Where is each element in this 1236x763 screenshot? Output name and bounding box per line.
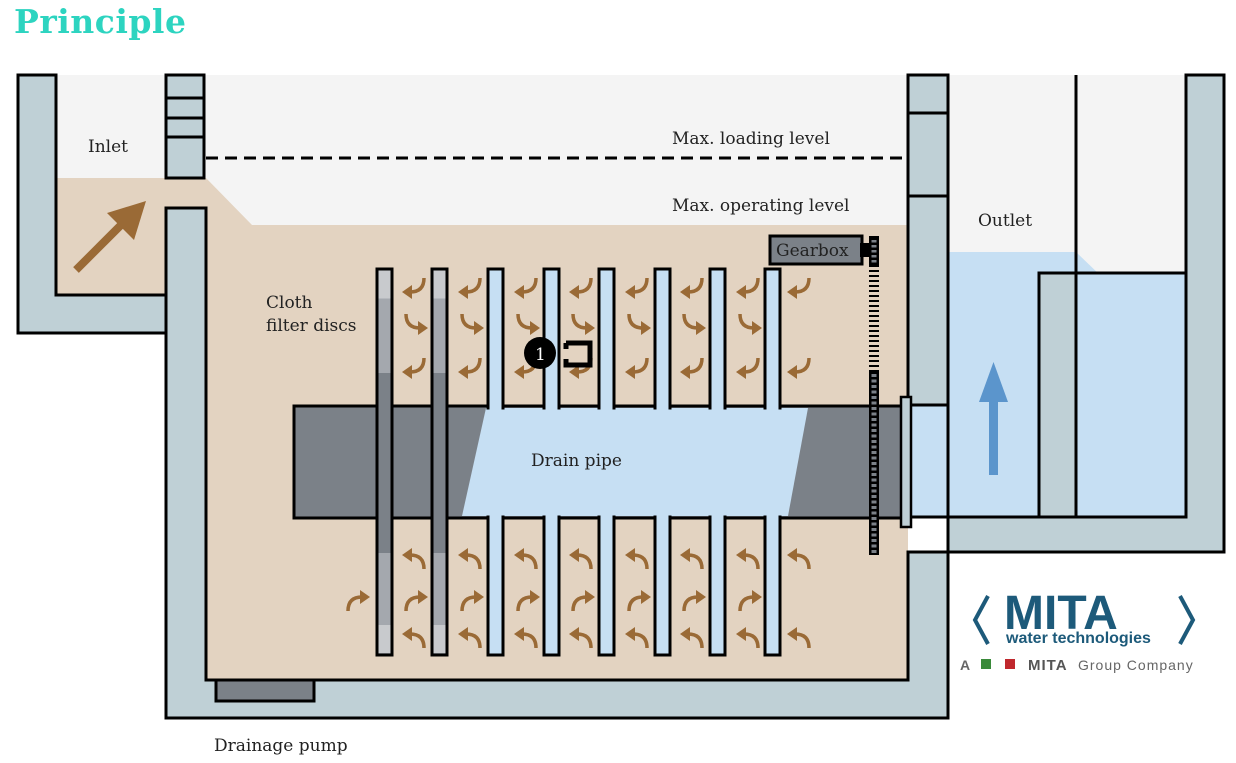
logo-bracket-left-icon xyxy=(972,595,990,645)
flow-arrow-icon xyxy=(787,277,811,299)
tank-basin xyxy=(164,73,1226,720)
inlet-flow-arrow xyxy=(73,201,146,273)
drain-pipe-label: Drain pipe xyxy=(531,451,622,471)
outlet-label: Outlet xyxy=(978,211,1032,231)
flow-arrow-icon xyxy=(569,548,593,570)
flow-arrow-icon xyxy=(458,627,482,649)
callout-number: 1 xyxy=(535,345,546,365)
flow-arrow-icon xyxy=(516,313,540,335)
flow-arrow-icon xyxy=(625,548,649,570)
logo-group-brand: MITA xyxy=(1028,657,1068,674)
gearbox xyxy=(768,234,864,266)
drive-chain xyxy=(869,240,879,555)
drainage-pump xyxy=(214,678,316,703)
logo-green-square-icon xyxy=(981,659,991,669)
flow-arrow-icon xyxy=(625,277,649,299)
logo-bracket-right-icon xyxy=(1178,595,1196,645)
flow-arrow-icon xyxy=(404,313,428,335)
inlet-gate xyxy=(164,73,206,180)
logo-brand: MITA xyxy=(1004,587,1118,640)
tank-divider-wall xyxy=(906,73,950,407)
logo-group-suffix: Group Company xyxy=(1078,657,1194,673)
flow-arrow-icon xyxy=(682,590,706,612)
flow-arrow-icon xyxy=(516,590,540,612)
filter-disc xyxy=(542,267,561,657)
filter-disc xyxy=(486,267,505,657)
flow-arrow-icon xyxy=(680,627,704,649)
flow-arrow-icon xyxy=(571,590,595,612)
max-loading-level-label: Max. loading level xyxy=(672,129,830,149)
flow-arrow-icon xyxy=(460,590,484,612)
flow-arrow-icon xyxy=(402,277,426,299)
flow-arrow-icon xyxy=(680,357,704,379)
flow-arrow-icon xyxy=(680,277,704,299)
flow-arrow-icon xyxy=(346,590,370,612)
pipe-flange xyxy=(899,395,913,529)
filter-disc xyxy=(763,267,782,657)
flow-arrow-icon xyxy=(569,627,593,649)
flow-arrow-icon xyxy=(787,627,811,649)
outlet-flow-arrow xyxy=(979,362,1008,475)
inlet-label: Inlet xyxy=(88,137,128,157)
max-operating-level-label: Max. operating level xyxy=(672,196,849,216)
flow-arrow-icon xyxy=(458,357,482,379)
callout-badge xyxy=(524,337,556,369)
flow-arrow-icon xyxy=(402,548,426,570)
filter-disc xyxy=(653,267,672,657)
flow-arrow-icon xyxy=(458,548,482,570)
outlet-channel xyxy=(1074,271,1188,519)
logo-red-square-icon xyxy=(1005,659,1015,669)
filter-discs xyxy=(375,267,782,657)
outlet-opening xyxy=(906,403,950,519)
flow-arrow-icon xyxy=(627,590,651,612)
flow-arrow-icon xyxy=(787,548,811,570)
flow-arrow-icon xyxy=(682,313,706,335)
outlet-weir xyxy=(1037,271,1078,519)
flow-arrow-icon xyxy=(736,357,760,379)
logo-group-prefix: A xyxy=(960,657,971,673)
flow-arrow-icon xyxy=(571,313,595,335)
drain-pipe-clean-zone xyxy=(462,408,808,516)
flow-arrow-icon xyxy=(514,627,538,649)
filter-disc-grey xyxy=(430,267,449,657)
flow-arrow-icon xyxy=(402,627,426,649)
cloth-filter-discs-label-2: filter discs xyxy=(266,316,357,336)
filter-disc xyxy=(597,267,616,657)
flow-arrow-icon xyxy=(569,277,593,299)
page-title: Principle xyxy=(14,2,187,41)
flow-arrow-icon xyxy=(738,590,762,612)
drainage-pump-label: Drainage pump xyxy=(214,736,348,756)
flow-arrow-icon xyxy=(627,313,651,335)
logo-tagline: water technologies xyxy=(1005,630,1151,647)
mita-logo: MITA water technologies A MITA Group Com… xyxy=(960,587,1196,674)
flow-arrow-icon xyxy=(458,277,482,299)
flow-arrow-icon xyxy=(625,627,649,649)
flow-arrows xyxy=(346,277,811,649)
flow-arrow-icon xyxy=(514,548,538,570)
flow-arrow-icon xyxy=(736,548,760,570)
flow-arrow-icon xyxy=(736,277,760,299)
callout-bracket-icon xyxy=(563,340,593,368)
flow-arrow-icon xyxy=(404,590,428,612)
flow-arrow-icon xyxy=(787,357,811,379)
flow-arrow-icon xyxy=(736,627,760,649)
filter-disc xyxy=(708,267,727,657)
gearbox-label: Gearbox xyxy=(776,241,849,261)
flow-arrow-icon xyxy=(680,548,704,570)
flow-arrow-icon xyxy=(738,313,762,335)
flow-arrow-icon xyxy=(402,357,426,379)
flow-arrow-icon xyxy=(514,277,538,299)
filter-disc-grey xyxy=(375,267,394,657)
flow-arrow-icon xyxy=(460,313,484,335)
flow-arrow-icon xyxy=(625,357,649,379)
cloth-filter-discs-label-1: Cloth xyxy=(266,293,313,313)
